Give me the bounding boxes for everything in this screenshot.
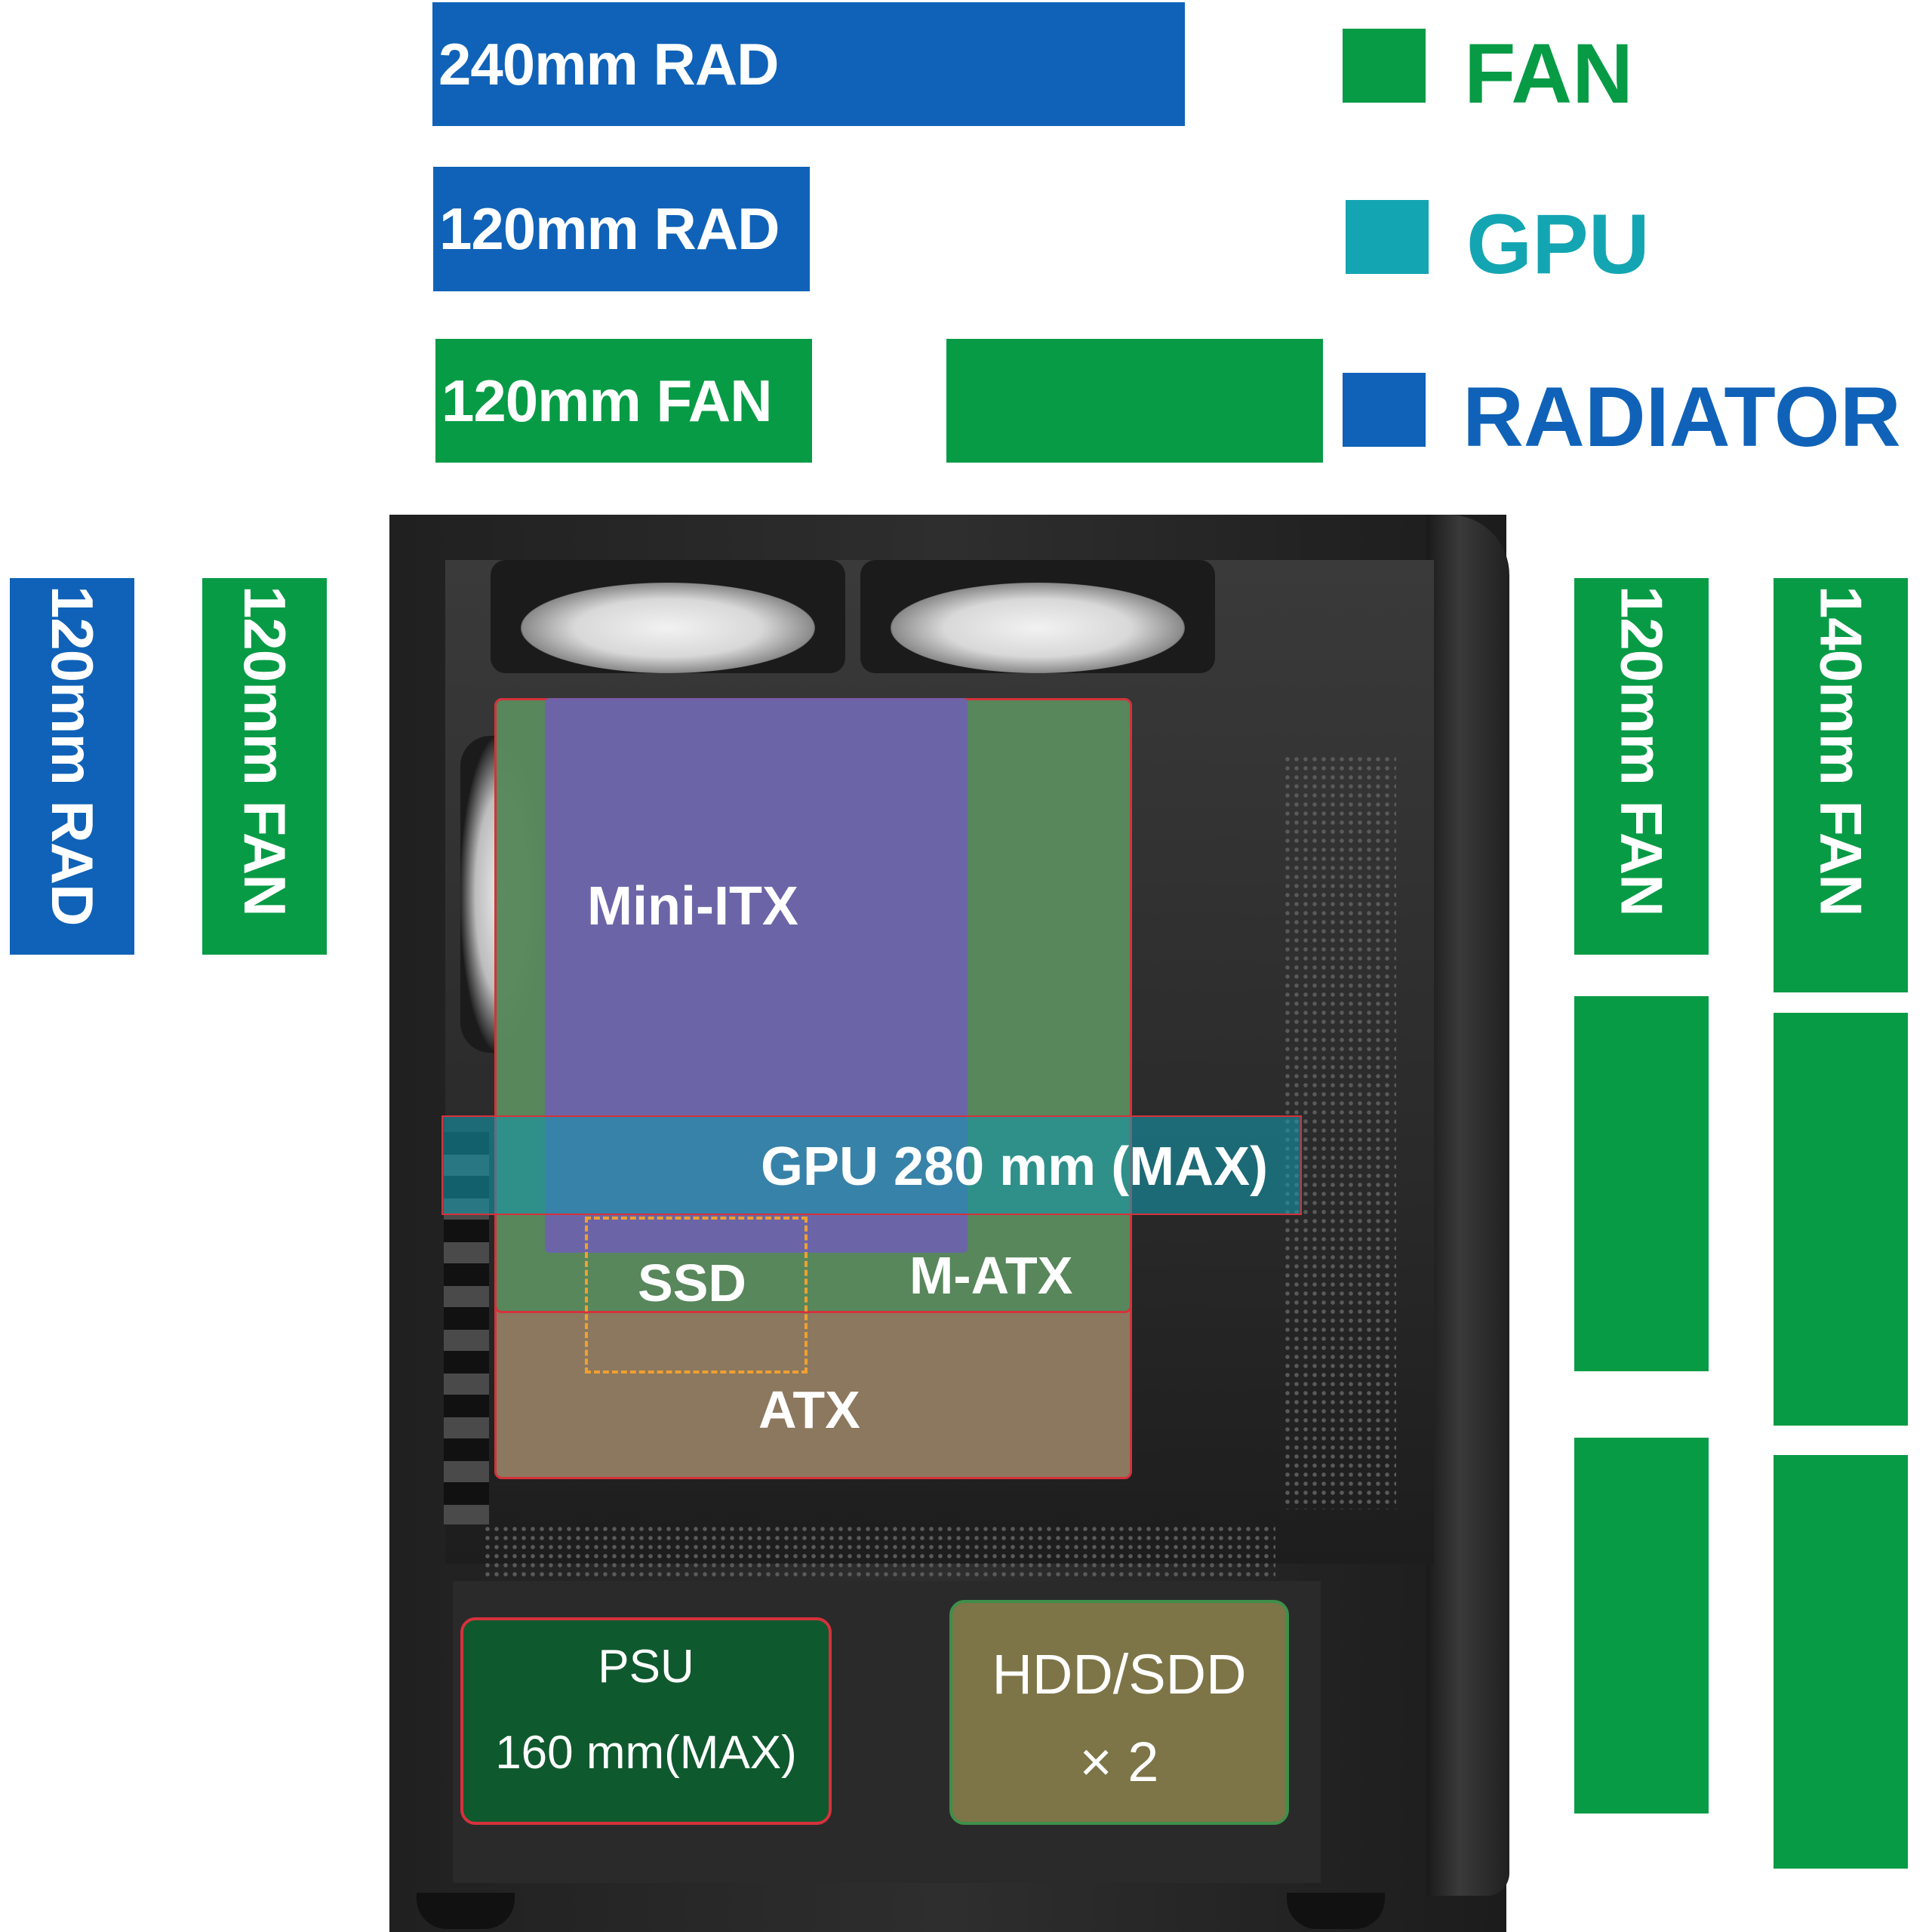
top-fan-1 xyxy=(491,560,845,673)
left-foot xyxy=(417,1893,515,1929)
legend-fan-label: FAN xyxy=(1464,26,1633,121)
gpu-length-label: GPU 280 mm (MAX) xyxy=(761,1137,1269,1197)
hdd-title: HDD/SDD xyxy=(992,1643,1247,1706)
case-front-panel xyxy=(1426,515,1509,1896)
atx-label: ATX xyxy=(758,1380,860,1439)
psu-zone: PSU 160 mm(MAX) xyxy=(460,1617,832,1825)
left-120mm-rad-bar: 120mm RAD xyxy=(10,578,134,955)
top-second-fan-bar xyxy=(946,339,1323,463)
right-140mm-fan-bar-1: 140mm FAN xyxy=(1774,578,1908,992)
left-120mm-fan-label: 120mm FAN xyxy=(232,586,298,916)
ssd-zone xyxy=(585,1217,808,1374)
right-120mm-fan-bar-1: 120mm FAN xyxy=(1574,578,1709,955)
left-120mm-rad-label: 120mm RAD xyxy=(39,586,106,926)
psu-size: 160 mm(MAX) xyxy=(495,1727,797,1779)
hdd-zone: HDD/SDD × 2 xyxy=(949,1600,1289,1825)
top-120mm-rad-label: 120mm RAD xyxy=(439,195,780,262)
right-foot xyxy=(1287,1893,1385,1929)
front-mesh-vent xyxy=(1283,755,1396,1509)
psu-title: PSU xyxy=(598,1641,694,1693)
top-fan-1-blades xyxy=(521,583,815,673)
legend-radiator-label: RADIATOR xyxy=(1463,370,1901,464)
top-240mm-rad-bar: 240mm RAD xyxy=(432,2,1185,126)
right-120mm-fan-bar-2 xyxy=(1574,996,1709,1371)
ssd-label: SSD xyxy=(638,1254,746,1312)
right-120mm-fan-label: 120mm FAN xyxy=(1608,586,1675,916)
left-120mm-fan-bar: 120mm FAN xyxy=(202,578,327,955)
hdd-count: × 2 xyxy=(1079,1730,1159,1793)
right-140mm-fan-bar-2 xyxy=(1774,1013,1908,1426)
top-fan-2-blades xyxy=(891,583,1185,673)
right-120mm-fan-bar-3 xyxy=(1574,1438,1709,1814)
top-120mm-rad-bar: 120mm RAD xyxy=(433,167,810,291)
legend-fan-swatch xyxy=(1343,29,1426,103)
right-140mm-fan-label: 140mm FAN xyxy=(1807,586,1875,916)
gpu-zone xyxy=(441,1115,1302,1215)
legend-gpu-label: GPU xyxy=(1466,197,1650,291)
m-atx-label: M-ATX xyxy=(909,1246,1073,1305)
top-240mm-rad-label: 240mm RAD xyxy=(438,30,780,97)
right-140mm-fan-bar-3 xyxy=(1774,1455,1908,1869)
bottom-vent xyxy=(483,1524,1275,1585)
legend-radiator-swatch xyxy=(1343,373,1426,447)
top-120mm-fan-label: 120mm FAN xyxy=(441,367,773,434)
top-120mm-fan-bar: 120mm FAN xyxy=(435,339,812,463)
mini-itx-label: Mini-ITX xyxy=(587,876,798,937)
top-fan-2 xyxy=(860,560,1215,673)
legend-gpu-swatch xyxy=(1346,200,1429,274)
